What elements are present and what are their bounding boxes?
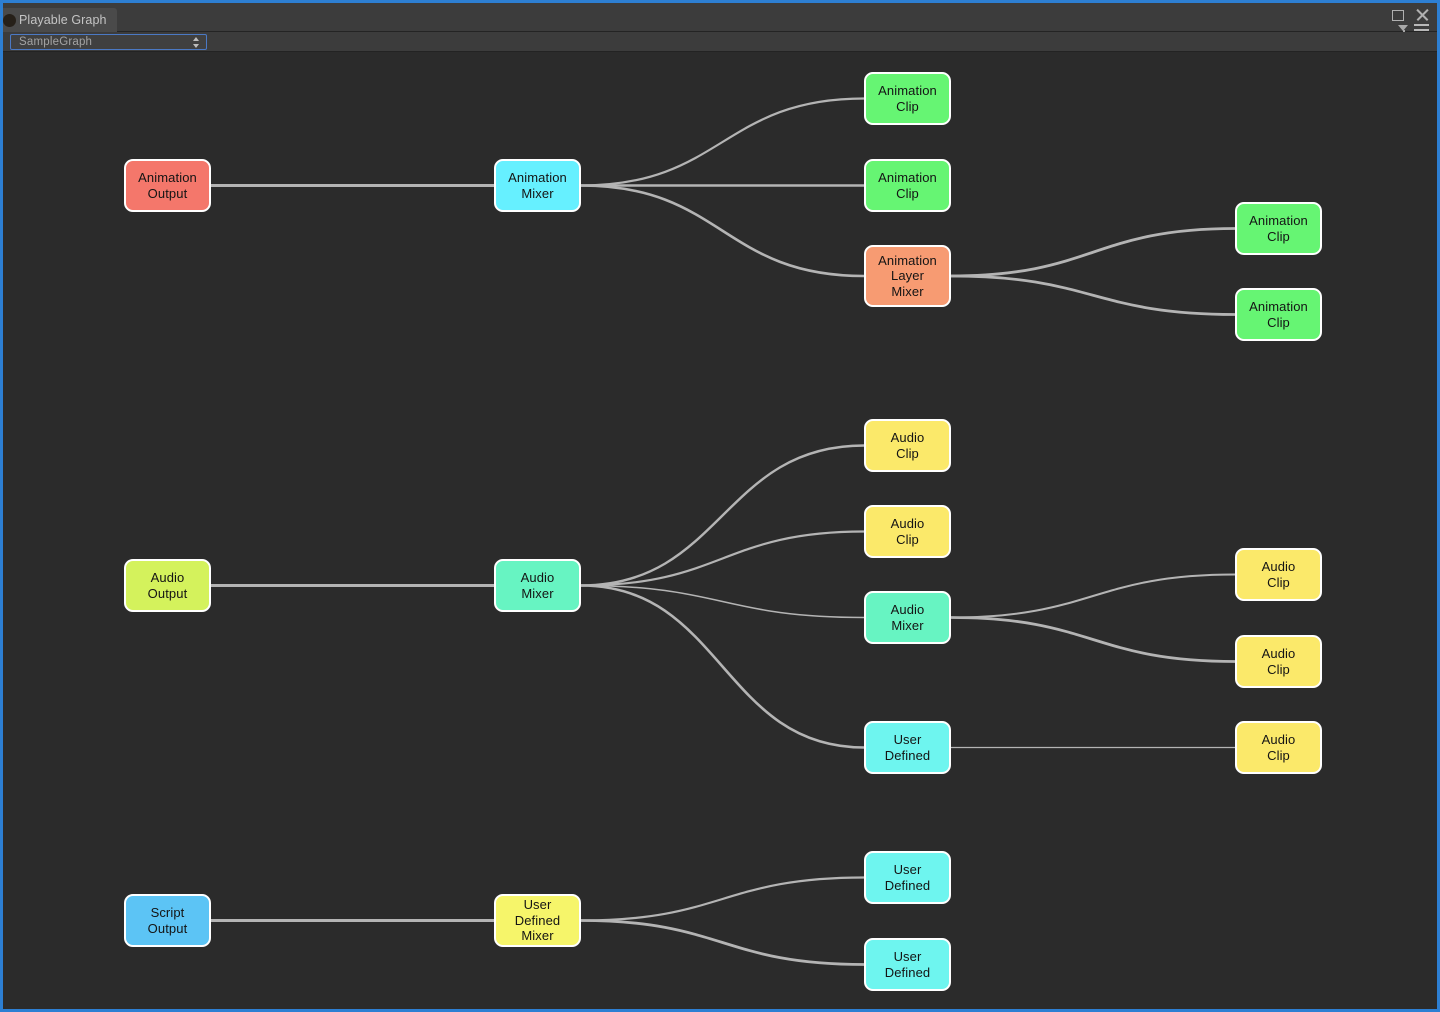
graph-edges	[209, 97, 1237, 966]
graph-selector-value: SampleGraph	[19, 36, 93, 48]
graph-toolbar: SampleGraph	[3, 32, 1437, 52]
graph-edge-anim-layer-mixer-to-anim-clip-3	[949, 227, 1237, 278]
graph-edge-audio-mixer-1-to-audio-clip-1	[579, 444, 866, 587]
tab-playable-graph[interactable]: Playable Graph	[3, 8, 117, 32]
graph-edge-audio-mixer-2-to-audio-clip-4	[949, 616, 1237, 663]
graph-edge-audio-mixer-2-to-audio-clip-3	[950, 573, 1236, 619]
graph-edge-ud-mixer-to-user-defined-2	[579, 876, 866, 922]
graph-edge-anim-layer-mixer-to-anim-clip-4	[949, 274, 1237, 316]
close-icon[interactable]	[1415, 7, 1430, 22]
tab-icon	[3, 14, 16, 27]
graph-edge-audio-mixer-1-to-audio-clip-2	[579, 530, 866, 587]
graph-edge-anim-mixer-to-anim-layer-mixer	[579, 184, 866, 278]
graph-edge-anim-mixer-to-anim-clip-1	[579, 97, 866, 187]
graph-edge-audio-mixer-1-to-user-defined-1	[579, 584, 866, 749]
graph-edge-audio-mixer-1-to-audio-mixer-2	[580, 584, 865, 619]
updown-arrows-icon	[192, 37, 200, 48]
window-tab-bar: Playable Graph	[3, 3, 1437, 35]
graph-selector-dropdown[interactable]: SampleGraph	[10, 34, 207, 50]
graph-edge-ud-mixer-to-user-defined-3	[579, 919, 866, 966]
maximize-icon[interactable]	[1390, 7, 1405, 22]
window-controls	[1390, 7, 1430, 22]
tab-label: Playable Graph	[19, 13, 107, 27]
